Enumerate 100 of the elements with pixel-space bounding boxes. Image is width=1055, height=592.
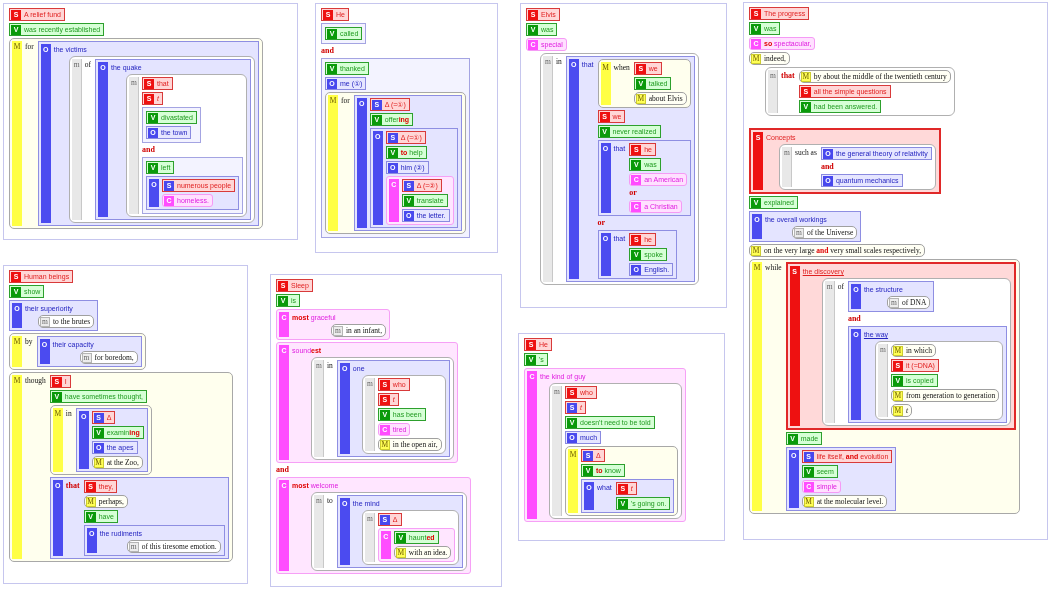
verb-box <box>325 62 369 75</box>
object-box <box>369 128 458 228</box>
modifier-box <box>9 38 264 229</box>
function-word: that <box>64 480 81 491</box>
verb-box <box>385 146 427 159</box>
verb-box <box>749 22 781 35</box>
object-box <box>9 300 99 331</box>
sentence-panel <box>315 3 498 253</box>
object-box <box>146 176 240 210</box>
object-box <box>75 408 148 472</box>
complement-box <box>377 528 456 562</box>
subject-box <box>633 62 662 75</box>
subject-box <box>9 270 74 283</box>
subject-box <box>785 262 1017 430</box>
verb-box <box>401 194 448 207</box>
object-box <box>597 230 678 279</box>
modifier-box <box>874 341 1004 420</box>
modifier-box <box>540 53 700 285</box>
verb-box <box>9 23 105 36</box>
subject-box <box>526 8 560 21</box>
object-box <box>565 431 602 444</box>
verb-box <box>597 125 661 138</box>
object-box <box>91 441 138 454</box>
complement-box <box>629 173 688 186</box>
modifier-box <box>792 226 858 239</box>
conjunction-text: or <box>597 218 606 228</box>
conjunction-text: and <box>820 162 834 172</box>
modifier-box <box>325 92 466 234</box>
modifier-box <box>890 344 936 357</box>
object-box <box>353 95 462 231</box>
verb-box <box>615 497 671 510</box>
subject-box <box>565 401 586 414</box>
object-box <box>95 59 252 220</box>
complement-box <box>276 342 458 463</box>
verb-box <box>393 531 439 544</box>
verb-box <box>9 285 45 298</box>
modifier-box <box>798 70 951 83</box>
object-box <box>36 336 142 367</box>
subject-box <box>629 233 656 246</box>
modifier-box <box>9 372 233 562</box>
sentence-panel <box>270 274 502 587</box>
subject-box <box>321 8 349 21</box>
modifier-box <box>38 315 95 328</box>
subject-box <box>615 482 637 495</box>
sentence-panel <box>743 2 1048 540</box>
complement-box <box>385 176 454 225</box>
group-box <box>142 107 201 143</box>
modifier-box <box>749 244 926 257</box>
modifier-box <box>311 492 468 571</box>
conjunction-text: and <box>142 145 155 155</box>
modifier-box <box>83 495 128 508</box>
object-box <box>749 211 862 242</box>
conjunction-text: or <box>629 188 637 198</box>
object-box <box>847 326 1008 423</box>
object-box <box>820 174 903 187</box>
subject-box <box>890 359 939 372</box>
modifier-box <box>779 144 936 190</box>
modifier-box <box>9 333 146 370</box>
modifier-box <box>801 495 888 508</box>
verb-box <box>526 23 558 36</box>
conjunction-text: and <box>321 46 334 56</box>
verb-box <box>83 510 118 523</box>
modifier-box <box>749 259 1021 514</box>
subject-box <box>629 143 656 156</box>
verb-box <box>633 77 672 90</box>
verb-box <box>524 353 548 366</box>
subject-box <box>377 393 399 406</box>
sentence-panel <box>520 3 727 308</box>
modifier-box <box>549 383 683 519</box>
subject-box <box>369 98 410 111</box>
modifier-box <box>633 92 687 105</box>
modifier-box <box>126 540 221 553</box>
subject-box <box>749 7 810 20</box>
subject-box <box>749 128 941 194</box>
subject-box <box>524 338 552 351</box>
conjunction-text: and <box>276 465 289 475</box>
subject-box <box>142 77 173 90</box>
subject-box <box>385 131 426 144</box>
verb-box <box>581 464 625 477</box>
modifier-box <box>765 67 955 116</box>
function-word: that <box>780 70 796 81</box>
modifier-box <box>890 404 912 417</box>
modifier-box <box>749 52 790 65</box>
object-box <box>37 41 260 226</box>
subject-box <box>377 378 410 391</box>
subject-box <box>798 85 891 98</box>
modifier-box <box>126 74 248 217</box>
modifier-box <box>565 446 679 516</box>
object-box <box>629 263 674 276</box>
subject-box <box>83 480 118 493</box>
subject-box <box>565 386 597 399</box>
modifier-box <box>91 456 143 469</box>
modifier-box <box>68 56 256 223</box>
object-box <box>83 525 225 556</box>
object-box <box>49 477 229 559</box>
complement-box <box>749 37 816 50</box>
conjunction-text: and <box>847 314 861 324</box>
object-box <box>820 147 932 160</box>
subject-box <box>9 8 65 21</box>
complement-box <box>276 477 472 574</box>
